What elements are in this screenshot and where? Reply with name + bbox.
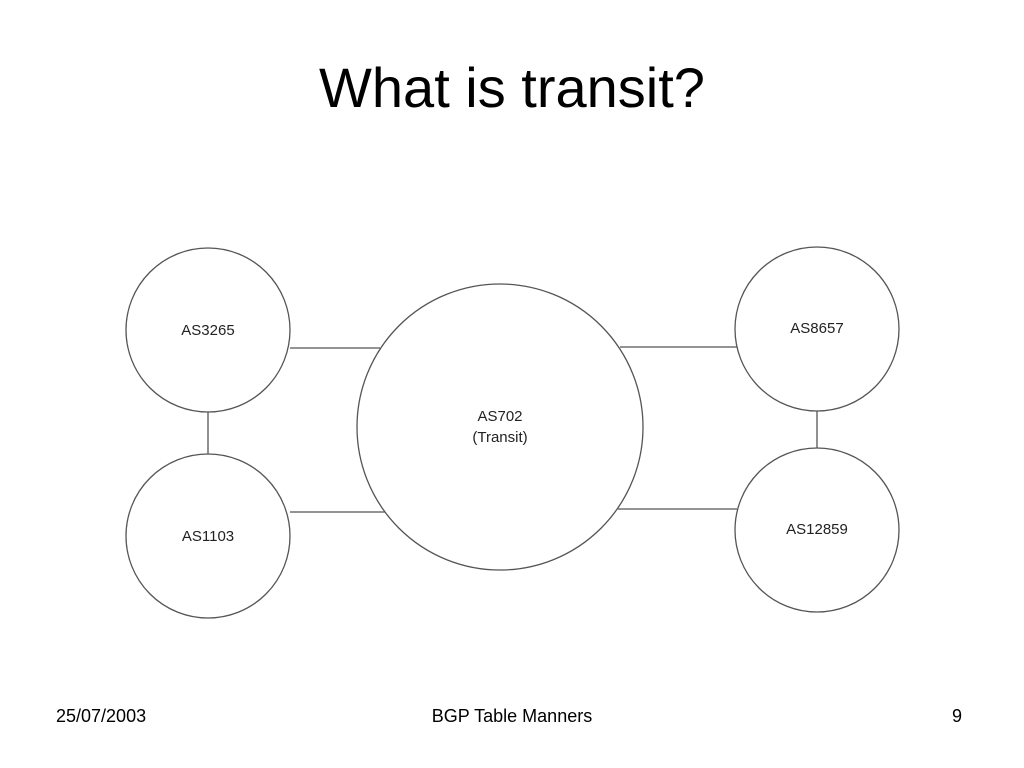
node-as12859-label: AS12859 [786,521,848,538]
node-as702-label: AS702 [477,408,522,425]
node-as1103: AS1103 [125,453,291,619]
node-as702: AS702 (Transit) [356,283,644,571]
node-as3265-label: AS3265 [181,322,234,339]
node-as12859: AS12859 [734,447,900,613]
footer-presentation-title: BGP Table Manners [431,706,593,726]
footer-page-number: 9 [951,706,962,726]
node-as8657: AS8657 [734,246,900,412]
node-as3265: AS3265 [125,247,291,413]
footer-date: 25/07/2003 [56,706,147,726]
node-as702-sublabel: (Transit) [472,429,527,446]
slide-title: What is transit? [319,56,705,119]
node-as1103-label: AS1103 [182,528,234,545]
node-as8657-label: AS8657 [790,320,843,337]
